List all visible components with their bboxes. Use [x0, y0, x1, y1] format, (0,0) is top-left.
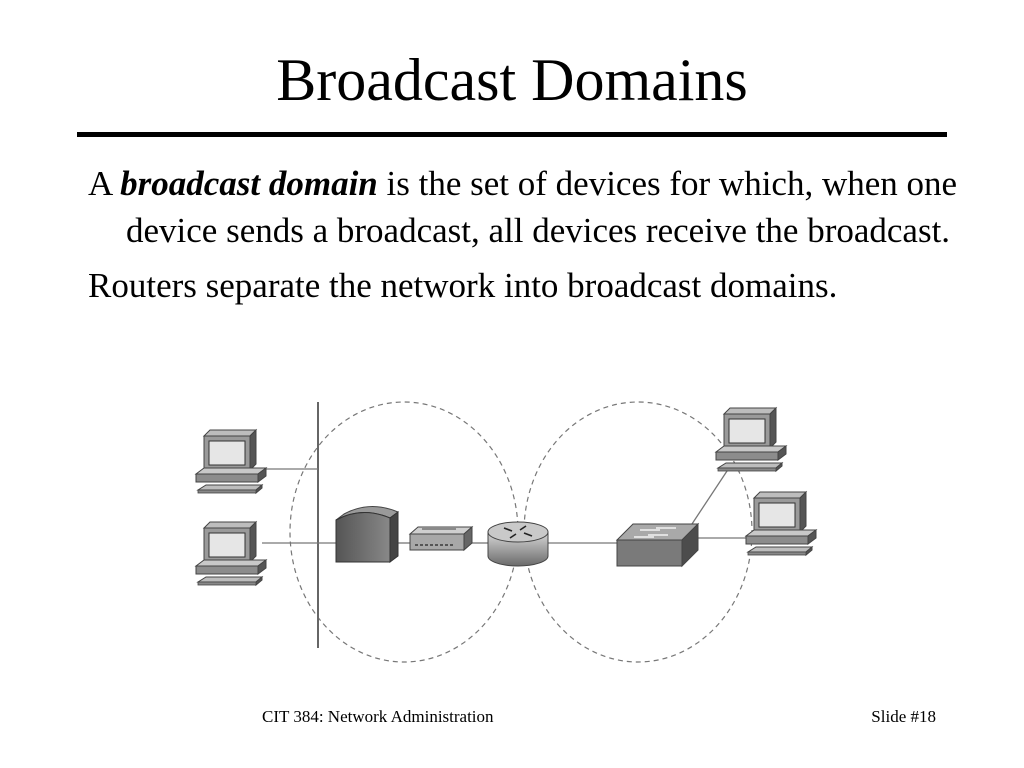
definition-text: is the set of devices for which, when on… — [126, 164, 958, 250]
footer-slide-number: Slide #18 — [871, 707, 936, 726]
routers-paragraph: Routers separate the network into broadc… — [88, 266, 838, 305]
broadcast-domain-left — [289, 401, 519, 663]
switch-icon — [615, 522, 700, 568]
network-links — [262, 467, 748, 544]
slide-title: Broadcast Domains — [276, 47, 748, 113]
router-icon — [487, 521, 549, 567]
definition-prefix: A — [88, 164, 112, 203]
pc-icon — [715, 407, 787, 472]
term-broadcast-domain: broadcast domain — [120, 164, 378, 203]
pc-icon — [745, 491, 817, 556]
definition-paragraph: A broadcast domain is the set of devices… — [88, 160, 968, 254]
slide-body: A broadcast domain is the set of devices… — [88, 160, 968, 309]
bridge-icon — [408, 525, 474, 552]
footer-course: CIT 384: Network Administration — [262, 707, 494, 726]
title-rule — [77, 132, 947, 137]
network-diagram — [195, 401, 817, 663]
pc-icon — [195, 521, 267, 586]
pc-icon — [195, 429, 267, 494]
hub-icon — [335, 506, 399, 563]
